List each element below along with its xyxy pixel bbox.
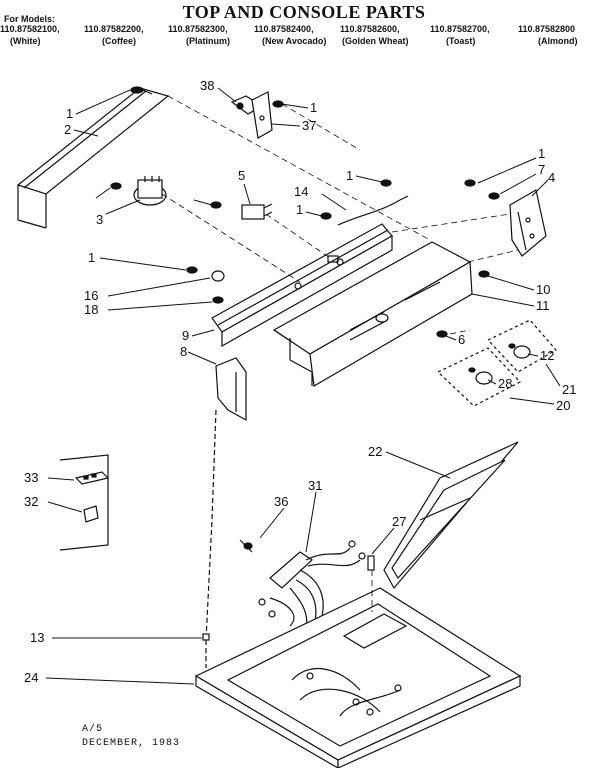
screw-icon [130, 86, 153, 95]
console-end-cap [509, 189, 547, 257]
model-color: (Toast) [446, 36, 476, 46]
screw-icon [186, 266, 225, 304]
screw-icon [272, 100, 284, 108]
model-color: (Golden Wheat) [342, 36, 409, 46]
knob [468, 343, 531, 385]
callout-leaders [45, 87, 561, 685]
callout-number: 20 [556, 398, 570, 413]
model-color: (Platinum) [186, 36, 230, 46]
screw-icon [210, 201, 222, 209]
callout-number: 2 [64, 122, 71, 137]
callout-number: 28 [498, 376, 512, 391]
callout-number: 9 [182, 328, 189, 343]
top-panel [194, 587, 522, 768]
lid-switch [367, 555, 375, 571]
callout-number: 12 [540, 348, 554, 363]
control-panel [211, 223, 393, 348]
loose-parts-box [59, 454, 109, 551]
callout-number: 38 [200, 78, 214, 93]
callout-number: 1 [66, 106, 73, 121]
for-models-label: For Models: [4, 14, 55, 24]
terminal-block [74, 471, 110, 485]
callout-labels: 1 2 38 1 37 1 7 4 5 14 1 1 3 1 16 18 10 … [24, 78, 576, 685]
callout-number: 5 [238, 168, 245, 183]
revision-date: DECEMBER, 1983 [82, 738, 181, 749]
callout-number: 24 [24, 670, 38, 685]
callout-number: 1 [296, 202, 303, 217]
console-end-bracket [215, 357, 247, 422]
model-number: 110.87582800 [518, 24, 576, 34]
callout-number: 6 [458, 332, 465, 347]
callout-number: 14 [294, 184, 308, 199]
ground-wire [205, 409, 217, 668]
model-color: (Coffee) [102, 36, 136, 46]
console-housing [272, 241, 473, 387]
callout-number: 1 [346, 168, 353, 183]
door-lid [383, 441, 519, 590]
callout-number: 37 [302, 118, 316, 133]
timer-switch [133, 176, 167, 206]
callout-number: 33 [24, 470, 38, 485]
callout-number: 13 [30, 630, 44, 645]
lamp-bracket [230, 91, 273, 139]
callout-number: 22 [368, 444, 382, 459]
callout-number: 3 [96, 212, 103, 227]
model-color: (New Avocado) [262, 36, 327, 46]
callout-number: 1 [88, 250, 95, 265]
knob-group-box [436, 319, 557, 407]
callout-number: 11 [536, 298, 550, 313]
callout-number: 32 [24, 494, 38, 509]
model-number: 110.87582100, [0, 24, 60, 34]
screw-icon [239, 539, 253, 553]
callout-number: 1 [538, 146, 545, 161]
screw-icon [464, 179, 500, 200]
model-number: 110.87582600, [340, 24, 400, 34]
push-switch [241, 203, 273, 220]
clip [202, 633, 210, 641]
assembly-guide-lines [161, 95, 519, 612]
callout-number: 4 [548, 170, 555, 185]
callout-number: 21 [562, 382, 576, 397]
callout-number: 31 [308, 478, 322, 493]
lamp-wire [320, 179, 409, 226]
callout-number: 27 [392, 514, 406, 529]
revision-code: A/5 [82, 724, 104, 735]
wire-clip [83, 505, 99, 523]
model-color: (White) [10, 36, 41, 46]
page-title: TOP AND CONSOLE PARTS [182, 2, 426, 22]
callout-number: 7 [538, 162, 545, 177]
screw-icon [110, 182, 122, 190]
callout-number: 16 [84, 288, 98, 303]
callout-number: 18 [84, 302, 98, 317]
callout-number: 8 [180, 344, 187, 359]
model-number: 110.87582400, [254, 24, 314, 34]
callout-number: 36 [274, 494, 288, 509]
callout-number: 10 [536, 282, 550, 297]
model-number: 110.87582300, [168, 24, 228, 34]
model-number: 110.87582200, [84, 24, 144, 34]
screw-icon [436, 270, 490, 338]
model-color: (Almond) [538, 36, 578, 46]
model-number: 110.87582700, [430, 24, 490, 34]
callout-number: 1 [310, 100, 317, 115]
top-back-rail [16, 87, 170, 229]
